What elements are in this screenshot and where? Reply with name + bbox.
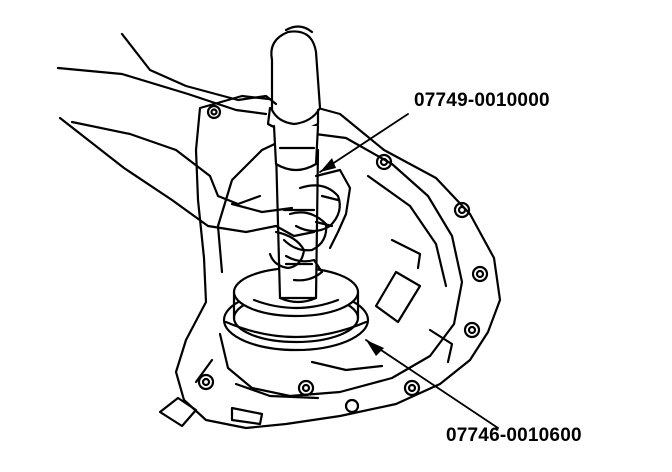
leader-lines — [319, 113, 499, 429]
arrowhead-driver-handle — [320, 158, 336, 172]
callout-driver-handle: 07749-0010000 — [414, 90, 550, 111]
hammer-icon — [266, 25, 322, 172]
hand-icon — [56, 32, 352, 282]
callout-driver-attachment: 07746-0010600 — [446, 425, 582, 446]
leader-line-driver-handle — [319, 113, 409, 173]
transmission-case-icon — [158, 94, 502, 430]
leader-line-driver-attachment — [365, 339, 499, 429]
arrowhead-driver-attachment — [366, 340, 384, 356]
